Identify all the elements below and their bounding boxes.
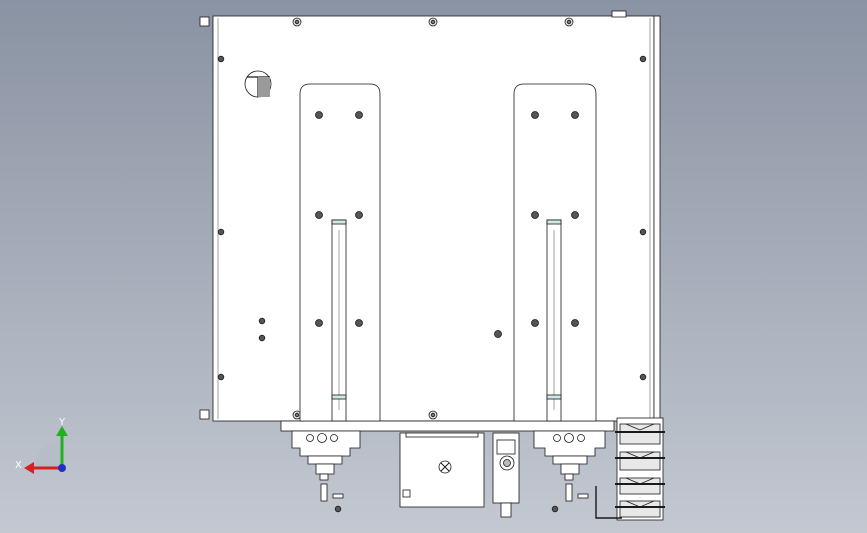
y-axis-label: Y: [58, 417, 66, 428]
left-carriage-plate: [299, 83, 381, 422]
bottom-left-tab: [199, 409, 210, 420]
motor-box: [399, 432, 485, 508]
plate-bolt-holes: [315, 111, 579, 327]
orientation-triad: Y X: [15, 417, 68, 474]
top-right-tab: [611, 10, 627, 18]
left-bracket: [291, 430, 361, 513]
x-axis-label: X: [15, 460, 22, 471]
top-left-tab: [199, 16, 210, 27]
z-axis-dot: [58, 464, 66, 472]
right-carriage-plate: [513, 83, 597, 422]
right-bracket: [533, 430, 606, 513]
bottom-strip: [280, 420, 615, 432]
perimeter-holes: [217, 55, 647, 381]
right-edge-rail: [653, 15, 661, 422]
sensor-cylinder: [492, 432, 520, 518]
drag-chain: [595, 417, 665, 521]
